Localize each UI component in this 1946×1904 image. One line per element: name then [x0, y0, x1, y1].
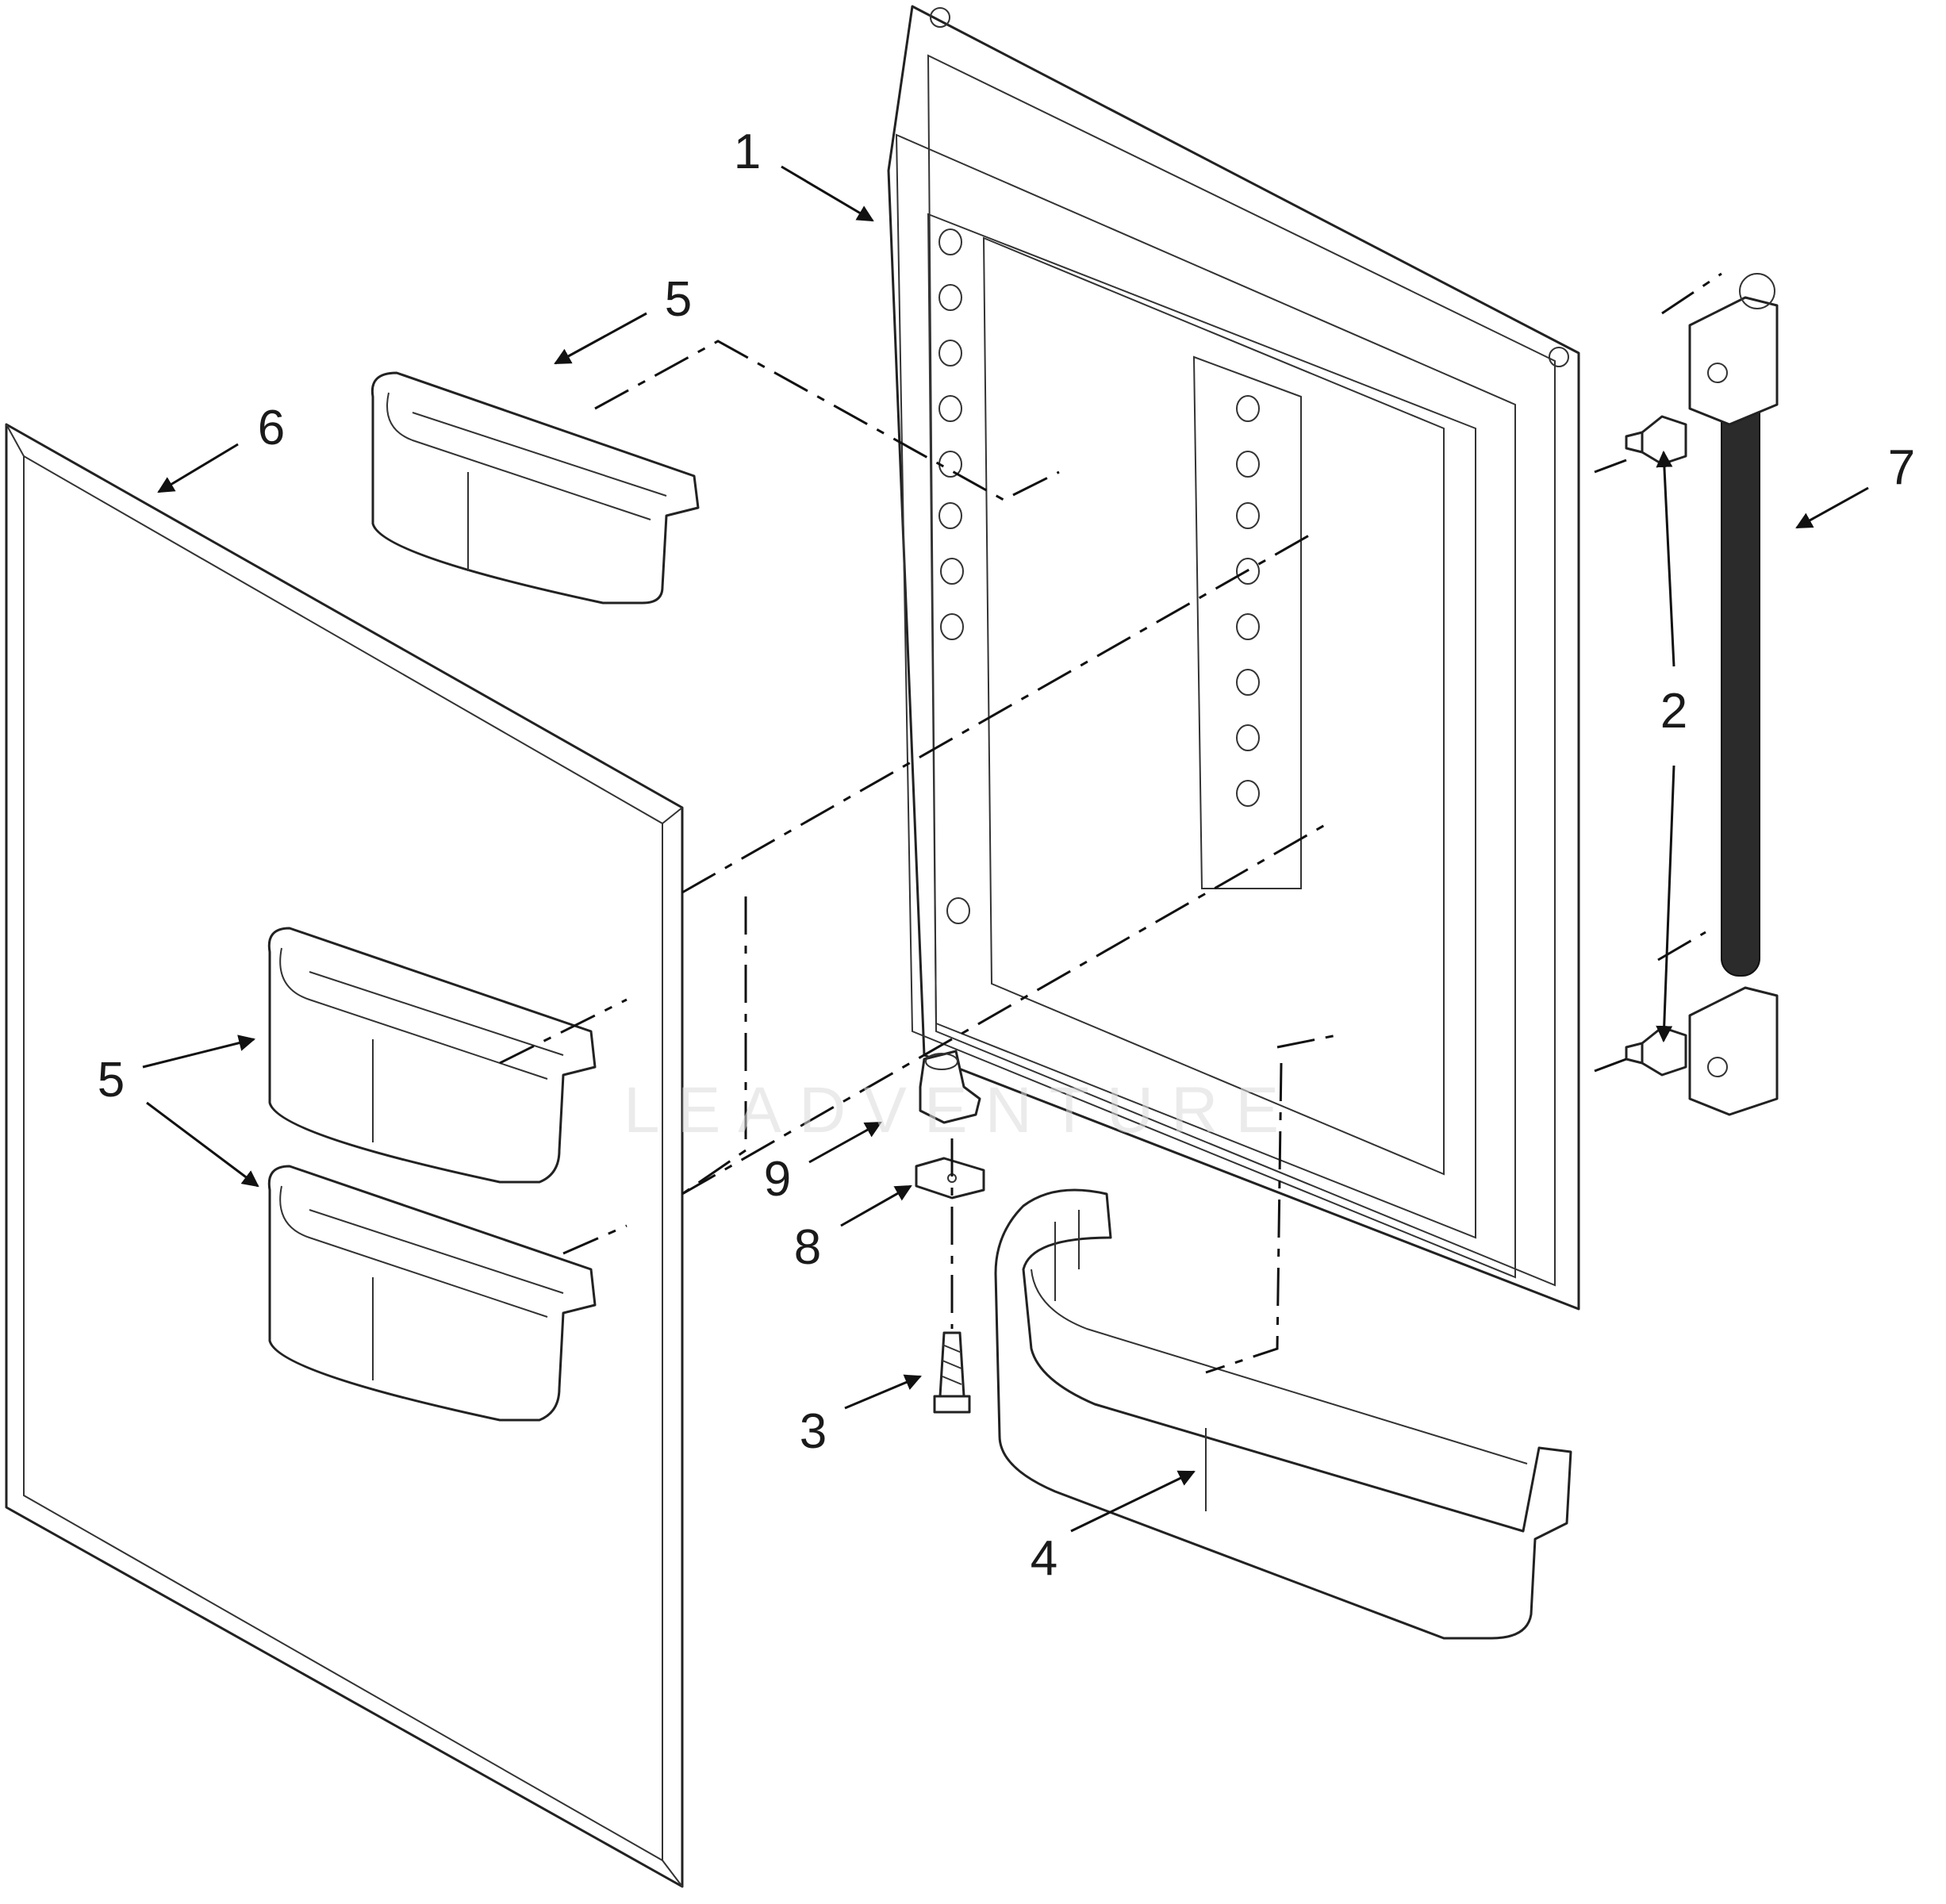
callout-7: 7 [1887, 440, 1916, 495]
door-bin-middle-part-5 [267, 927, 597, 1184]
shelf-studs-right [1236, 395, 1260, 807]
hinge-plate-part-8 [915, 1157, 985, 1200]
watermark: LEADVENTURE [623, 1074, 1297, 1146]
leader-arrows [142, 165, 1869, 1533]
hinge-bushing-part-9 [919, 1050, 981, 1124]
callout-2: 2 [1660, 684, 1688, 739]
shelf-studs-left [938, 228, 970, 924]
callout-5-lower: 5 [97, 1053, 125, 1107]
door-bin-upper-part-5 [370, 371, 700, 605]
door-bin-lower-part-5 [267, 1165, 597, 1422]
callout-8: 8 [793, 1220, 822, 1275]
callout-6: 6 [257, 401, 286, 455]
handle-stud-lower-part-2 [1625, 1026, 1687, 1077]
callout-1: 1 [733, 125, 762, 179]
bottom-door-bin-part-4 [994, 1188, 1572, 1640]
callout-4: 4 [1030, 1531, 1058, 1586]
callout-9: 9 [763, 1152, 792, 1207]
callout-3: 3 [799, 1404, 827, 1459]
door-panel-part-6 [5, 423, 684, 1888]
door-handle-part-7 [1688, 273, 1779, 1116]
door-liner-part-1 [887, 5, 1580, 1311]
callout-5-upper: 5 [664, 272, 693, 327]
screw-part-3 [933, 1331, 971, 1414]
handle-stud-upper-part-2 [1625, 415, 1687, 466]
